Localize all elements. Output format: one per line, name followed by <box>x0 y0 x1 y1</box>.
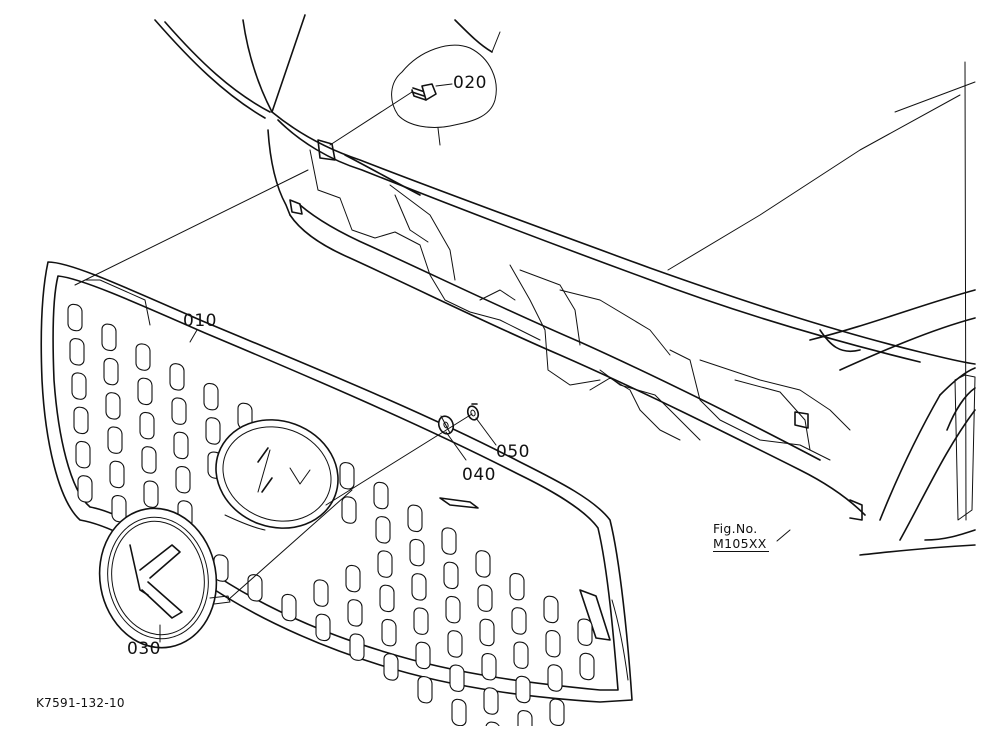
grille-slot <box>67 303 83 332</box>
grille-slot <box>69 338 85 366</box>
grille-slot <box>247 574 263 602</box>
figure-ref-line1: Fig.No. <box>713 521 758 536</box>
grille-slot <box>77 475 93 503</box>
grille-slot <box>375 516 391 544</box>
grille-slot <box>173 431 189 460</box>
grille-slot <box>205 417 221 445</box>
front-grille <box>40 261 633 730</box>
grille-slot <box>577 618 593 646</box>
grille-slot <box>281 593 297 622</box>
grille-slot <box>409 538 425 567</box>
grille-slot <box>449 664 465 692</box>
grille-slot <box>483 687 499 715</box>
figure-ref-line2: M105XX <box>713 536 769 552</box>
grille-slot <box>103 357 119 386</box>
grille-slot <box>451 698 467 727</box>
callout-030: 030 <box>127 639 161 659</box>
grille-slot <box>509 572 525 601</box>
grille-slot <box>175 465 191 494</box>
grille-slot <box>475 550 491 578</box>
grille-slot <box>143 480 159 508</box>
grille-slot <box>73 406 89 435</box>
grille-slot <box>135 343 151 371</box>
grille-slot <box>75 440 91 469</box>
grille-slot <box>445 595 461 624</box>
grille-slot <box>313 579 329 607</box>
drawing-code: K7591-132-10 <box>36 696 125 710</box>
grille-slot <box>417 675 433 704</box>
grille-slot <box>345 564 361 593</box>
grille-slot <box>105 392 121 420</box>
grille-slot <box>413 607 429 635</box>
grille-slot <box>443 561 459 590</box>
callout-040: 040 <box>462 465 496 485</box>
grille-slot <box>71 372 87 400</box>
callout-020: 020 <box>453 73 487 93</box>
grille-slot <box>441 527 457 555</box>
grille-slot <box>579 652 595 681</box>
leader-lines <box>159 83 791 643</box>
assembly-lines <box>74 91 473 601</box>
grille-slot <box>107 426 123 454</box>
grille-slot <box>549 698 565 727</box>
grille-slot <box>377 550 393 578</box>
vehicle-body-outline <box>154 14 976 556</box>
grille-slot <box>139 411 155 440</box>
grille-slot <box>477 584 493 612</box>
grille-slot <box>169 363 185 391</box>
washer-040-icon <box>437 415 455 435</box>
grille-slot <box>373 481 389 510</box>
grille-slot <box>515 675 531 704</box>
grille-slot <box>517 710 533 730</box>
grille-slot <box>111 494 127 523</box>
grille-slot <box>543 595 559 624</box>
grille-slot <box>101 323 117 352</box>
grille-slot <box>485 721 501 730</box>
grille-slot <box>171 397 187 425</box>
grille-slot <box>511 607 527 635</box>
callout-050: 050 <box>496 442 530 462</box>
grille-slot <box>137 377 153 406</box>
grille-slot <box>547 664 563 692</box>
detail-bubble <box>391 31 501 146</box>
grille-slot <box>513 641 529 669</box>
grille-slot <box>349 633 365 661</box>
grille-slot <box>545 629 561 658</box>
grille-slot <box>447 630 463 658</box>
grille-slot <box>407 504 423 533</box>
figure-reference: Fig.No. M105XX <box>713 521 769 552</box>
grille-slot <box>341 496 357 524</box>
bolt-020-icon <box>411 83 437 101</box>
grille-slot <box>381 618 397 647</box>
grille-slot <box>315 613 331 642</box>
grille-slot <box>479 618 495 647</box>
grille-slot <box>379 584 395 613</box>
grille-slot <box>109 460 125 489</box>
grille-slot <box>141 446 157 474</box>
grille-slot <box>415 641 431 670</box>
grille-slot <box>203 382 219 411</box>
nut-050-icon <box>466 403 480 421</box>
callout-010: 010 <box>183 311 217 331</box>
grille-slot <box>383 653 399 681</box>
grille-slot <box>411 573 427 601</box>
grille-slot <box>481 652 497 681</box>
emblem-030-icon <box>98 507 231 649</box>
grille-slot <box>339 462 355 490</box>
grille-slot <box>347 599 363 627</box>
